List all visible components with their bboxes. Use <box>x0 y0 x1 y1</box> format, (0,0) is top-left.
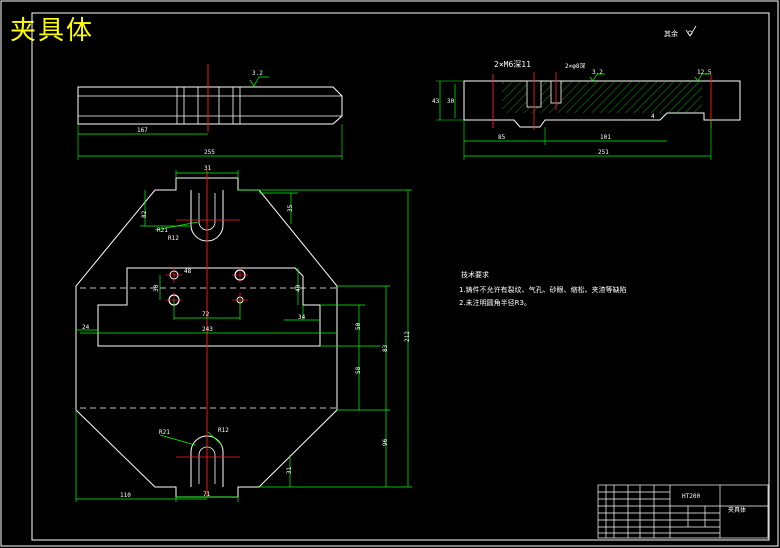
section-roughness-b: 12.5 <box>697 69 712 76</box>
title-block <box>597 484 769 539</box>
section-dim-101-text: 101 <box>600 134 611 141</box>
title-block-part-name: 夹具体 <box>728 506 746 514</box>
plan-dim-58: 58 <box>355 366 362 374</box>
plan-view: 31 82 35 R21 R12 48 30 72 40 34 24 243 5… <box>75 165 412 502</box>
plan-dim-31: 31 <box>204 165 212 172</box>
roughness-symbol-icon <box>685 25 697 37</box>
plan-dim-35: 35 <box>287 204 294 212</box>
section-dim-85-text: 85 <box>498 134 506 141</box>
plan-r12-bot: R12 <box>218 427 229 434</box>
plan-r21-top: R21 <box>157 227 168 234</box>
plan-dim-30: 30 <box>153 284 160 292</box>
tech-req-item-2: 2.未注明圆角半径R3。 <box>459 298 531 307</box>
section-roughness-icon-b <box>694 73 710 82</box>
section-dim-small-text: 4 <box>651 113 655 120</box>
plan-dim-31b: 31 <box>286 466 293 474</box>
plan-dim-34: 34 <box>298 314 306 321</box>
plan-dim-83: 83 <box>382 344 389 352</box>
top-view-roughness-icon <box>249 76 269 87</box>
plan-dim-50: 50 <box>355 322 362 330</box>
plan-dim-243: 243 <box>202 326 213 333</box>
tech-req-heading: 技术要求 <box>461 270 489 279</box>
plan-r21-bot: R21 <box>159 429 170 436</box>
drawing-title: 夹具体 <box>10 16 95 46</box>
section-dim-251-text: 251 <box>598 149 609 156</box>
plan-dim-48: 48 <box>184 268 192 275</box>
plan-dim-96: 96 <box>382 438 389 446</box>
plan-dim-40: 40 <box>295 284 302 292</box>
plan-outline <box>75 177 338 498</box>
plan-dim-71: 71 <box>203 491 211 498</box>
section-dim-43-text: 43 <box>432 98 440 105</box>
roughness-circle-icon <box>687 30 693 36</box>
plan-dim-72: 72 <box>202 311 210 318</box>
technical-requirements: 技术要求 1.铸件不允许有裂纹、气孔、砂眼、缩松、夹渣等缺陷 2.未注明圆角半径… <box>459 270 627 307</box>
plan-dim-24: 24 <box>82 324 90 331</box>
top-view: 3.2 167 255 <box>77 64 343 160</box>
plan-r12-top: R12 <box>168 235 179 242</box>
section-dim-30-text: 30 <box>447 98 455 105</box>
section-roughness-a: 3.2 <box>592 69 603 76</box>
top-view-dim-255-text: 255 <box>204 149 215 156</box>
top-view-dim-167-text: 167 <box>137 127 148 134</box>
section-view: 2×M6深11 2×φ8深 3.2 12.5 43 30 4 85 101 25… <box>432 60 741 160</box>
section-roughness-icon-a <box>589 73 605 82</box>
tech-req-item-1: 1.铸件不允许有裂纹、气孔、砂眼、缩松、夹渣等缺陷 <box>459 285 627 294</box>
section-outline <box>463 80 741 128</box>
plan-inner-pocket <box>97 267 321 347</box>
top-view-roughness-value: 3.2 <box>252 70 263 77</box>
section-hole-label: 2×φ8深 <box>565 62 585 70</box>
sheet-inner-border <box>31 12 770 541</box>
title-block-material: HT200 <box>682 493 700 500</box>
plan-dimension-lines <box>75 170 412 502</box>
plan-dim-212: 212 <box>404 331 411 342</box>
top-view-outline <box>77 86 343 125</box>
section-thread-label: 2×M6深11 <box>494 60 531 69</box>
plan-dim-82: 82 <box>141 210 148 218</box>
plan-dim-110: 110 <box>120 492 131 499</box>
roughness-note: 其余 <box>664 29 678 38</box>
